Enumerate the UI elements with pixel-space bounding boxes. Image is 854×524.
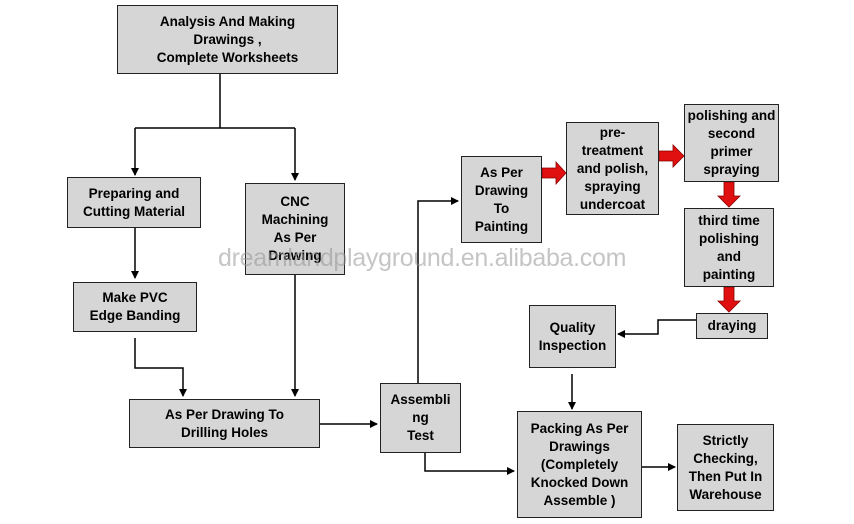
node-cnc: CNC Machining As Per Drawing xyxy=(245,183,345,275)
node-pvc: Make PVC Edge Banding xyxy=(73,282,197,332)
connector-assembling-packing xyxy=(424,453,515,475)
red-arrow-polishing3-draying xyxy=(717,286,741,313)
node-packing: Packing As Per Drawings (Completely Knoc… xyxy=(517,411,642,518)
red-arrow-painting-pretreatment xyxy=(541,160,567,186)
node-polishing3: third time polishing and painting xyxy=(684,208,774,287)
node-quality: Quality Inspection xyxy=(529,305,616,368)
red-arrow-polishing2-polishing3 xyxy=(717,181,741,208)
connector-draying-quality xyxy=(617,319,696,338)
connector-assembling-painting xyxy=(417,197,459,383)
node-draying: draying xyxy=(696,313,768,339)
node-checking: Strictly Checking, Then Put In Warehouse xyxy=(677,424,774,511)
node-polishing2: polishing and second primer spraying xyxy=(684,104,779,182)
red-arrow-pretreatment-polishing2 xyxy=(658,144,685,168)
node-preparing: Preparing and Cutting Material xyxy=(67,177,201,228)
node-drilling: As Per Drawing To Drilling Holes xyxy=(129,399,320,448)
node-pretreatment: pre- treatment and polish, spraying unde… xyxy=(566,122,659,215)
connector-pvc-drilling xyxy=(134,338,187,397)
node-analysis: Analysis And Making Drawings , Complete … xyxy=(117,5,338,74)
node-painting: As Per Drawing To Painting xyxy=(461,156,542,243)
node-assembling: Assembli ng Test xyxy=(380,383,461,453)
